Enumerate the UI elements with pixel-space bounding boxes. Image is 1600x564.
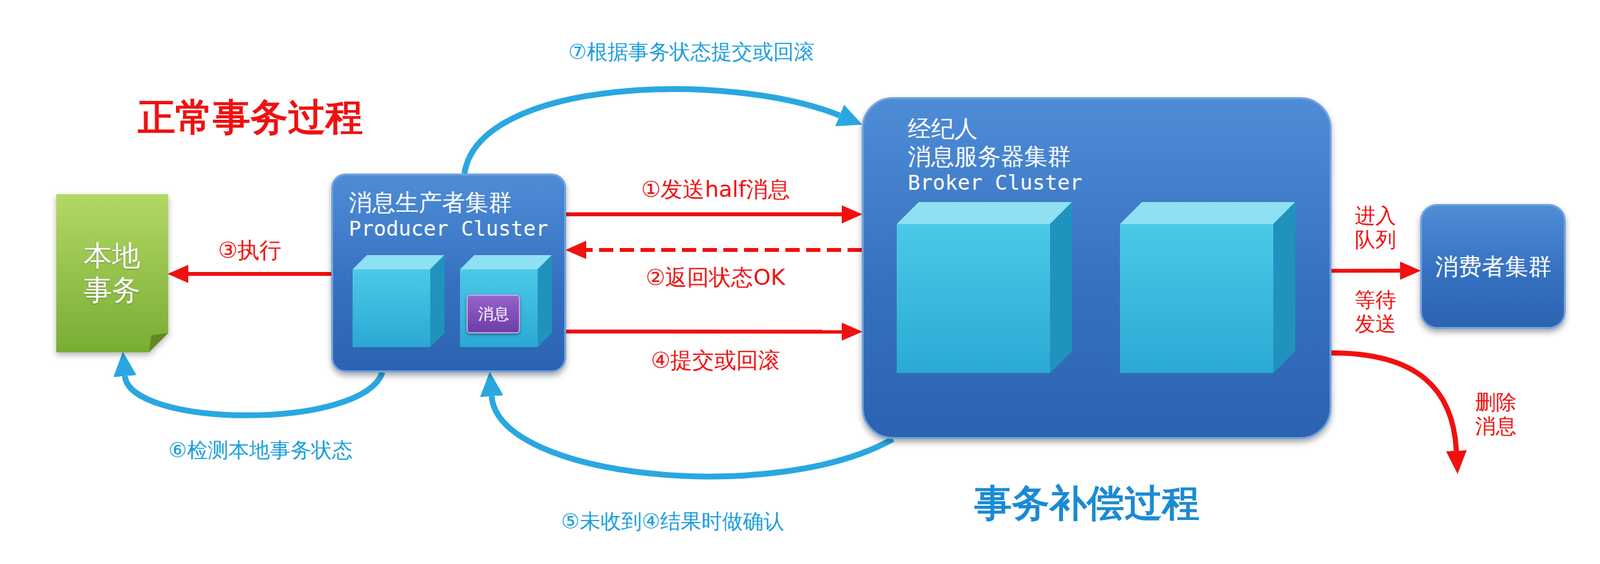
node-label: 经纪人 xyxy=(907,114,978,143)
node-label: 消息生产者集群 xyxy=(348,188,512,217)
node-label: 本地事务 xyxy=(82,238,142,308)
document-shape: 本地事务 xyxy=(56,194,169,352)
arrow-connector xyxy=(586,247,862,252)
delete-arrow xyxy=(1331,352,1457,451)
section-title: 正常事务过程 xyxy=(137,95,363,141)
node-label: 消息 xyxy=(478,304,510,324)
arrow-connector xyxy=(464,89,840,174)
arrow-connector xyxy=(188,271,332,276)
cube-illustration xyxy=(896,201,1073,373)
edge-label: ②返回状态OK xyxy=(641,263,790,291)
arrow-connector xyxy=(566,212,842,217)
edge-label: ①发送half消息 xyxy=(637,175,794,203)
note-label: 等待发送 xyxy=(1353,287,1397,336)
node-label: 消费者集群 xyxy=(1435,252,1552,281)
message-box: 消息 xyxy=(466,294,521,334)
section-title: 事务补偿过程 xyxy=(974,480,1200,527)
arrow-connector xyxy=(1331,268,1401,273)
edge-label: ⑤未收到④结果时做确认 xyxy=(557,508,789,534)
node-label: Broker Cluster xyxy=(907,170,1083,195)
edge-label: ④提交或回滚 xyxy=(646,346,785,374)
arrow-connector xyxy=(491,395,893,477)
arrow-connector xyxy=(566,329,842,334)
edge-label: ⑦根据事务状态提交或回滚 xyxy=(564,39,819,65)
edge-label: ⑥检测本地事务状态 xyxy=(164,437,357,462)
cube-illustration xyxy=(352,254,445,347)
cluster-box: 消息生产者集群Producer Cluster 消息 xyxy=(331,173,567,373)
consumer-box: 消费者集群 xyxy=(1420,203,1566,329)
note-label: 删除消息 xyxy=(1473,390,1518,439)
node-label: Producer Cluster xyxy=(348,216,548,241)
arrow-connector xyxy=(124,372,383,415)
edge-label: ③执行 xyxy=(214,236,286,264)
cluster-box: 经纪人消息服务器集群Broker Cluster xyxy=(861,97,1332,439)
node-label: 消息服务器集群 xyxy=(907,142,1071,171)
cube-illustration xyxy=(1119,201,1296,373)
edge-label: 进入队列 xyxy=(1353,203,1397,252)
